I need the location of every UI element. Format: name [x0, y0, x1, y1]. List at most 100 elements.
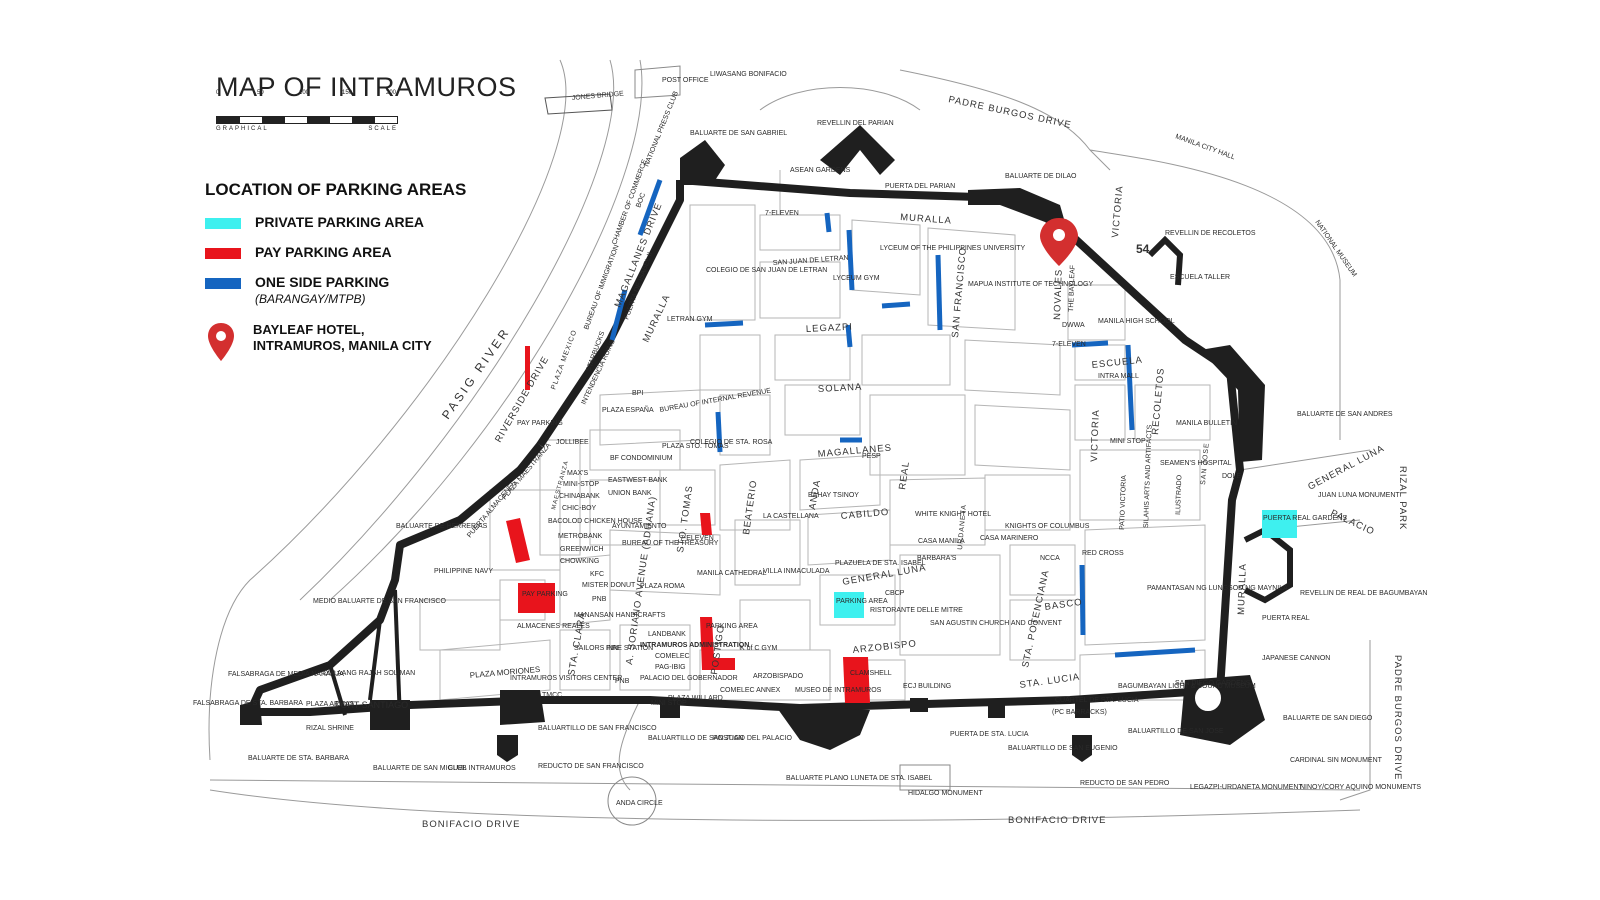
label-baluartillo-eugenio: BALUARTILLO DE SAN EUGENIO — [1008, 745, 1118, 752]
baluartillo-san-eugenio — [988, 700, 1005, 718]
label-plaza-roma: PLAZA ROMA — [640, 583, 685, 590]
label-casa-marinero: CASA MARINERO — [980, 535, 1039, 542]
label-ristorante: RISTORANTE DELLE MITRE — [870, 607, 963, 614]
label-knights: KNIGHTS OF COLUMBUS — [1005, 523, 1090, 530]
label-bf-condo: BF CONDOMINIUM — [610, 455, 673, 462]
baluarte-san-miguel — [370, 700, 410, 730]
label-liwasang: LIWASANG BONIFACIO — [710, 71, 787, 78]
one-side-parking-segment — [846, 229, 855, 291]
label-seamens: SEAMEN'S HOSPITAL — [1160, 460, 1232, 467]
label-ecj: ECJ BUILDING — [903, 683, 951, 690]
label-san-diego-gardens: SAN DIEGO GARDENS — [1175, 680, 1251, 687]
one-side-parking-segment — [881, 301, 911, 309]
label-treasury: BUREAU OF THE TREASURY — [622, 540, 719, 547]
label-cuartel: CUARTEL DE STA. LUCIA — [1055, 697, 1139, 704]
scale-caption-right: SCALE — [368, 126, 398, 132]
label-immigration: BUREAU OF IMMIGRATION — [583, 244, 620, 331]
label-puerta-parian: PUERTA DEL PARIAN — [885, 183, 955, 190]
one-side-parking-segment — [715, 411, 723, 453]
label-plm: PAMANTASAN NG LUNGSOD NG MAYNILA — [1147, 585, 1288, 592]
label-baluarte-herrerias: BALUARTE DE HERRERIAS — [396, 523, 488, 530]
label-villa-inmaculada: VILLA INMACULADA — [763, 568, 830, 575]
label-lyceum: LYCEUM OF THE PHILIPPINES UNIVERSITY — [880, 245, 1026, 252]
road-sta-lucia: STA. LUCIA — [1019, 672, 1081, 691]
label-boc: BOC — [635, 192, 647, 209]
one-side-parking — [609, 179, 1196, 658]
one-side-parking-segment — [1114, 647, 1196, 658]
city-walls — [246, 176, 1244, 716]
private-parking-area — [1262, 510, 1297, 538]
label-reducto-pedro: REDUCTO DE SAN PEDRO — [1080, 780, 1170, 787]
legend-label-hotel: BAYLEAF HOTEL, INTRAMUROS, MANILA CITY — [253, 322, 432, 354]
label-plazuela: PLAZUELA DE STA. ISABEL — [835, 560, 926, 567]
outer-works — [1147, 235, 1293, 604]
road-padre-burgos-right: PADRE BURGOS DRIVE — [1392, 655, 1403, 781]
label-la-castellana: LA CASTELLANA — [763, 513, 819, 520]
label-ncca: NCCA — [1040, 555, 1060, 562]
label-postigo-palacio: POSTIGO DEL PALACIO — [713, 735, 793, 742]
label-colegio-letran: COLEGIO DE SAN JUAN DE LETRAN — [706, 267, 827, 274]
label-plaza-sto-tomas: PLAZA STO. TOMAS — [662, 443, 729, 450]
label-pnb-2: PNB — [615, 678, 630, 685]
label-letran-gym: LETRAN GYM — [667, 316, 713, 323]
label-7eleven-1: 7-ELEVEN — [765, 210, 799, 217]
label-silahis: SILAHIS ARTS AND ARTIFACTS — [1143, 424, 1154, 528]
label-philippine-navy: PHILIPPINE NAVY — [434, 568, 493, 575]
label-cbcp: CBCP — [885, 590, 905, 597]
label-landbank: LANDBANK — [648, 631, 686, 638]
private-parking-area — [834, 592, 864, 618]
bastions — [240, 125, 1265, 762]
baluartillo-san-francisco — [500, 690, 545, 725]
label-cardinal-sin: CARDINAL SIN MONUMENT — [1290, 757, 1383, 764]
label-national-museum: NATIONAL MUSEUM — [1313, 219, 1357, 278]
bayleaf-hotel-pin[interactable] — [1040, 218, 1078, 266]
label-mini-stop-1: MINI STOP — [1110, 438, 1146, 445]
road-legazpi: LEGAZPI — [806, 322, 854, 335]
label-chic-boy: CHIC-BOY — [562, 505, 597, 512]
label-legazpi-urdaneta: LEGAZPI-URDANETA MONUMENT — [1190, 784, 1303, 791]
pay-parking-area — [525, 346, 530, 390]
label-jollibee: JOLLIBEE — [556, 439, 589, 446]
road-beaterio: BEATERIO — [741, 479, 760, 535]
label-japanese-cannon: JAPANESE CANNON — [1262, 655, 1330, 662]
pay-parking-area — [700, 513, 712, 535]
label-visitors-center: INTRAMUROS VISITORS CENTER — [510, 675, 622, 682]
label-plaza-espana: PLAZA ESPAÑA — [602, 405, 654, 414]
road-riverside: RIVERSIDE DRIVE — [493, 354, 551, 444]
legend-item-hotel: BAYLEAF HOTEL, INTRAMUROS, MANILA CITY — [205, 322, 466, 362]
label-ninoy-cory: NINOY/CORY AQUINO MONUMENTS — [1300, 784, 1421, 791]
one-side-parking-segment — [824, 212, 832, 233]
label-casa-manila: CASA MANILA — [918, 538, 965, 545]
label-arzobispado: ARZOBISPADO — [753, 673, 804, 680]
label-almacenes-reales: ALMACENES REALES — [517, 623, 590, 630]
label-baluarte-diego: BALUARTE DE SAN DIEGO — [1283, 715, 1373, 722]
road-cabildo: CABILDO — [840, 507, 889, 522]
label-falsabraga-media: FALSABRAGA DE MEDIA NARANJA — [228, 671, 344, 678]
revellin-parian — [820, 125, 895, 175]
label-barbaras: BARBARA'S — [917, 555, 957, 562]
private-parking-areas — [834, 510, 1297, 618]
legend-item-one-side: ONE SIDE PARKING (BARANGAY/MTPB) — [205, 274, 466, 308]
road-number-54: 54 — [1136, 242, 1150, 256]
label-plaza-maestranza: PLAZA MAESTRANZA — [501, 442, 553, 502]
label-medio-baluarte: MEDIO BALUARTE DE SAN FRANCISCO — [313, 598, 446, 605]
label-manila-high: MANILA HIGH SCHOOL — [1098, 318, 1175, 325]
road-novales: NOVALES — [1052, 269, 1065, 321]
label-7eleven-3: 7-ELEVEN — [680, 535, 714, 542]
one-side-parking-segment — [935, 254, 943, 331]
label-puerta-lucia: PUERTA DE STA. LUCIA — [950, 731, 1029, 738]
pay-parking-areas — [506, 346, 870, 703]
legend-label-pay: PAY PARKING AREA — [255, 244, 392, 260]
graphical-scale: 0 50 100 150 200 GRAPHICAL SCALE — [216, 90, 398, 132]
scale-ticks: 0 50 100 150 200 — [216, 90, 398, 116]
label-post-office: POST OFFICE — [662, 77, 709, 84]
legend: LOCATION OF PARKING AREAS PRIVATE PARKIN… — [205, 180, 466, 362]
legend-label-private: PRIVATE PARKING AREA — [255, 214, 425, 230]
legend-swatch-one-side — [205, 278, 241, 289]
road-basco: BASCO — [1044, 597, 1083, 613]
road-escuela: ESCUELA — [1091, 355, 1143, 371]
label-manila-city-hall: MANILA CITY HALL — [1174, 133, 1236, 161]
label-baluarte-andres: BALUARTE DE SAN ANDRES — [1297, 411, 1393, 418]
road-jones-bridge: JONES BRIDGE — [572, 90, 625, 102]
label-baluarte-dilao: BALUARTE DE DILAO — [1005, 173, 1077, 180]
